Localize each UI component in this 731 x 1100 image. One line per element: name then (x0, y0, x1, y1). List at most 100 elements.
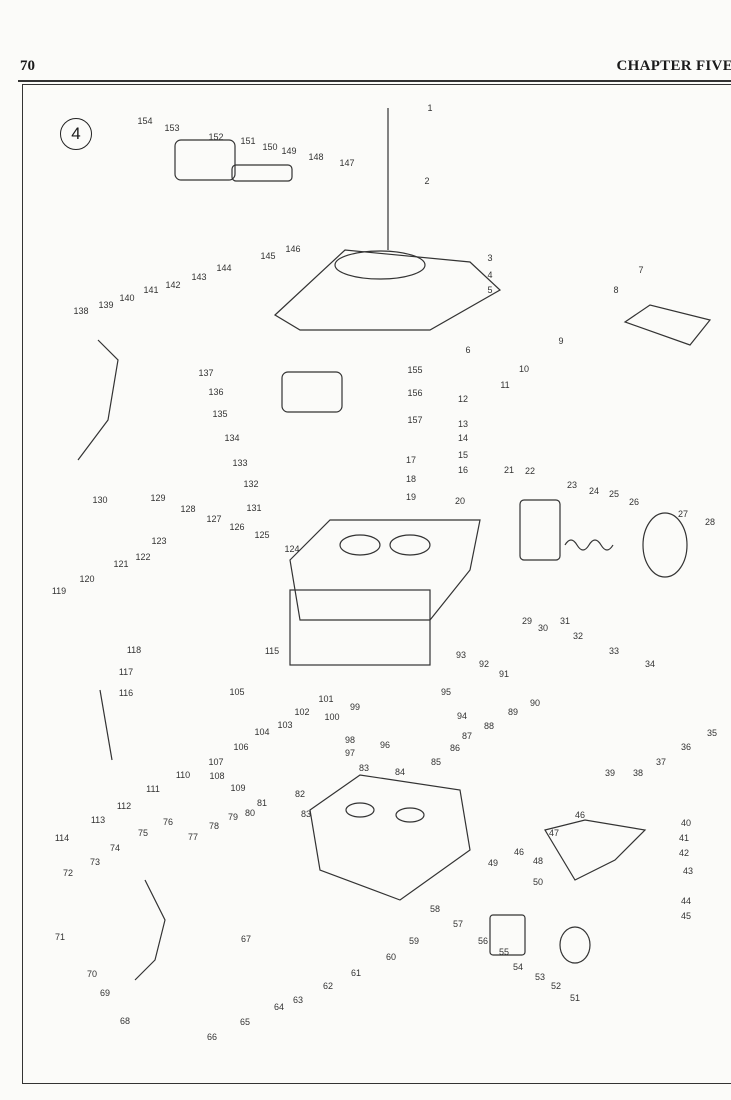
callout-label: 38 (632, 768, 644, 778)
callout-label: 99 (349, 702, 361, 712)
callout-label: 129 (150, 493, 166, 503)
callout-label: 122 (135, 552, 151, 562)
callout-label: 121 (113, 559, 129, 569)
callout-label: 46 (513, 847, 525, 857)
figure-number-badge: 4 (60, 118, 92, 150)
callout-label: 80 (244, 808, 256, 818)
link-rod (77, 339, 119, 761)
callout-label: 88 (483, 721, 495, 731)
callout-label: 19 (405, 492, 417, 502)
callout-label: 27 (677, 509, 689, 519)
callout-label: 59 (408, 936, 420, 946)
callout-label: 67 (240, 934, 252, 944)
secondary-diaphragm (489, 914, 591, 964)
callout-label: 76 (162, 817, 174, 827)
callout-label: 107 (208, 757, 224, 767)
callout-label: 42 (678, 848, 690, 858)
callout-label: 145 (260, 251, 276, 261)
bracket-7 (623, 304, 712, 346)
callout-label: 25 (608, 489, 620, 499)
callout-label: 149 (281, 146, 297, 156)
callout-label: 68 (119, 1016, 131, 1026)
callout-label: 73 (89, 857, 101, 867)
callout-label: 30 (537, 623, 549, 633)
throttle-body (309, 774, 471, 901)
callout-label: 29 (521, 616, 533, 626)
callout-label: 15 (457, 450, 469, 460)
callout-label: 32 (572, 631, 584, 641)
air-horn-top (274, 108, 502, 331)
callout-label: 119 (51, 586, 67, 596)
callout-label: 31 (559, 616, 571, 626)
callout-label: 112 (116, 801, 132, 811)
callout-label: 136 (208, 387, 224, 397)
callout-label: 46 (574, 810, 586, 820)
callout-label: 133 (232, 458, 248, 468)
chapter-title: CHAPTER FIVE (616, 58, 731, 74)
callout-label: 23 (566, 480, 578, 490)
callout-label: 4 (487, 270, 493, 280)
callout-label: 24 (588, 486, 600, 496)
callout-label: 128 (180, 504, 196, 514)
callout-label: 132 (243, 479, 259, 489)
figure-frame (22, 84, 731, 1084)
callout-label: 17 (405, 455, 417, 465)
callout-label: 50 (532, 877, 544, 887)
callout-label: 153 (164, 123, 180, 133)
callout-label: 156 (407, 388, 423, 398)
callout-label: 134 (224, 433, 240, 443)
callout-label: 37 (655, 757, 667, 767)
callout-label: 143 (191, 272, 207, 282)
callout-label: 84 (394, 767, 406, 777)
callout-label: 75 (137, 828, 149, 838)
callout-label: 81 (256, 798, 268, 808)
callout-label: 147 (339, 158, 355, 168)
callout-label: 96 (379, 740, 391, 750)
float-bowl (281, 371, 343, 413)
callout-label: 56 (477, 936, 489, 946)
callout-label: 126 (229, 522, 245, 532)
callout-label: 118 (126, 645, 142, 655)
callout-label: 100 (324, 712, 340, 722)
callout-label: 144 (216, 263, 232, 273)
callout-label: 16 (457, 465, 469, 475)
callout-label: 117 (118, 667, 134, 677)
page-number: 70 (20, 58, 35, 74)
callout-label: 113 (90, 815, 106, 825)
callout-label: 48 (532, 856, 544, 866)
callout-label: 102 (294, 707, 310, 717)
callout-label: 72 (62, 868, 74, 878)
callout-label: 101 (318, 694, 334, 704)
callout-label: 64 (273, 1002, 285, 1012)
callout-label: 57 (452, 919, 464, 929)
callout-label: 77 (187, 832, 199, 842)
callout-label: 105 (229, 687, 245, 697)
callout-label: 120 (79, 574, 95, 584)
callout-label: 53 (534, 972, 546, 982)
callout-label: 54 (512, 962, 524, 972)
callout-label: 79 (227, 812, 239, 822)
callout-label: 103 (277, 720, 293, 730)
callout-label: 43 (682, 866, 694, 876)
callout-label: 95 (440, 687, 452, 697)
callout-label: 34 (644, 659, 656, 669)
callout-label: 78 (208, 821, 220, 831)
callout-label: 93 (455, 650, 467, 660)
callout-label: 55 (498, 947, 510, 957)
callout-label: 20 (454, 496, 466, 506)
callout-label: 104 (254, 727, 270, 737)
callout-label: 71 (54, 932, 66, 942)
callout-label: 14 (457, 433, 469, 443)
callout-label: 3 (487, 253, 493, 263)
callout-label: 65 (239, 1017, 251, 1027)
callout-label: 91 (498, 669, 510, 679)
callout-label: 155 (407, 365, 423, 375)
callout-label: 66 (206, 1032, 218, 1042)
callout-label: 146 (285, 244, 301, 254)
callout-label: 11 (500, 380, 510, 390)
header-rule (18, 80, 731, 82)
callout-label: 18 (405, 474, 417, 484)
callout-label: 6 (465, 345, 471, 355)
callout-label: 5 (487, 285, 493, 295)
